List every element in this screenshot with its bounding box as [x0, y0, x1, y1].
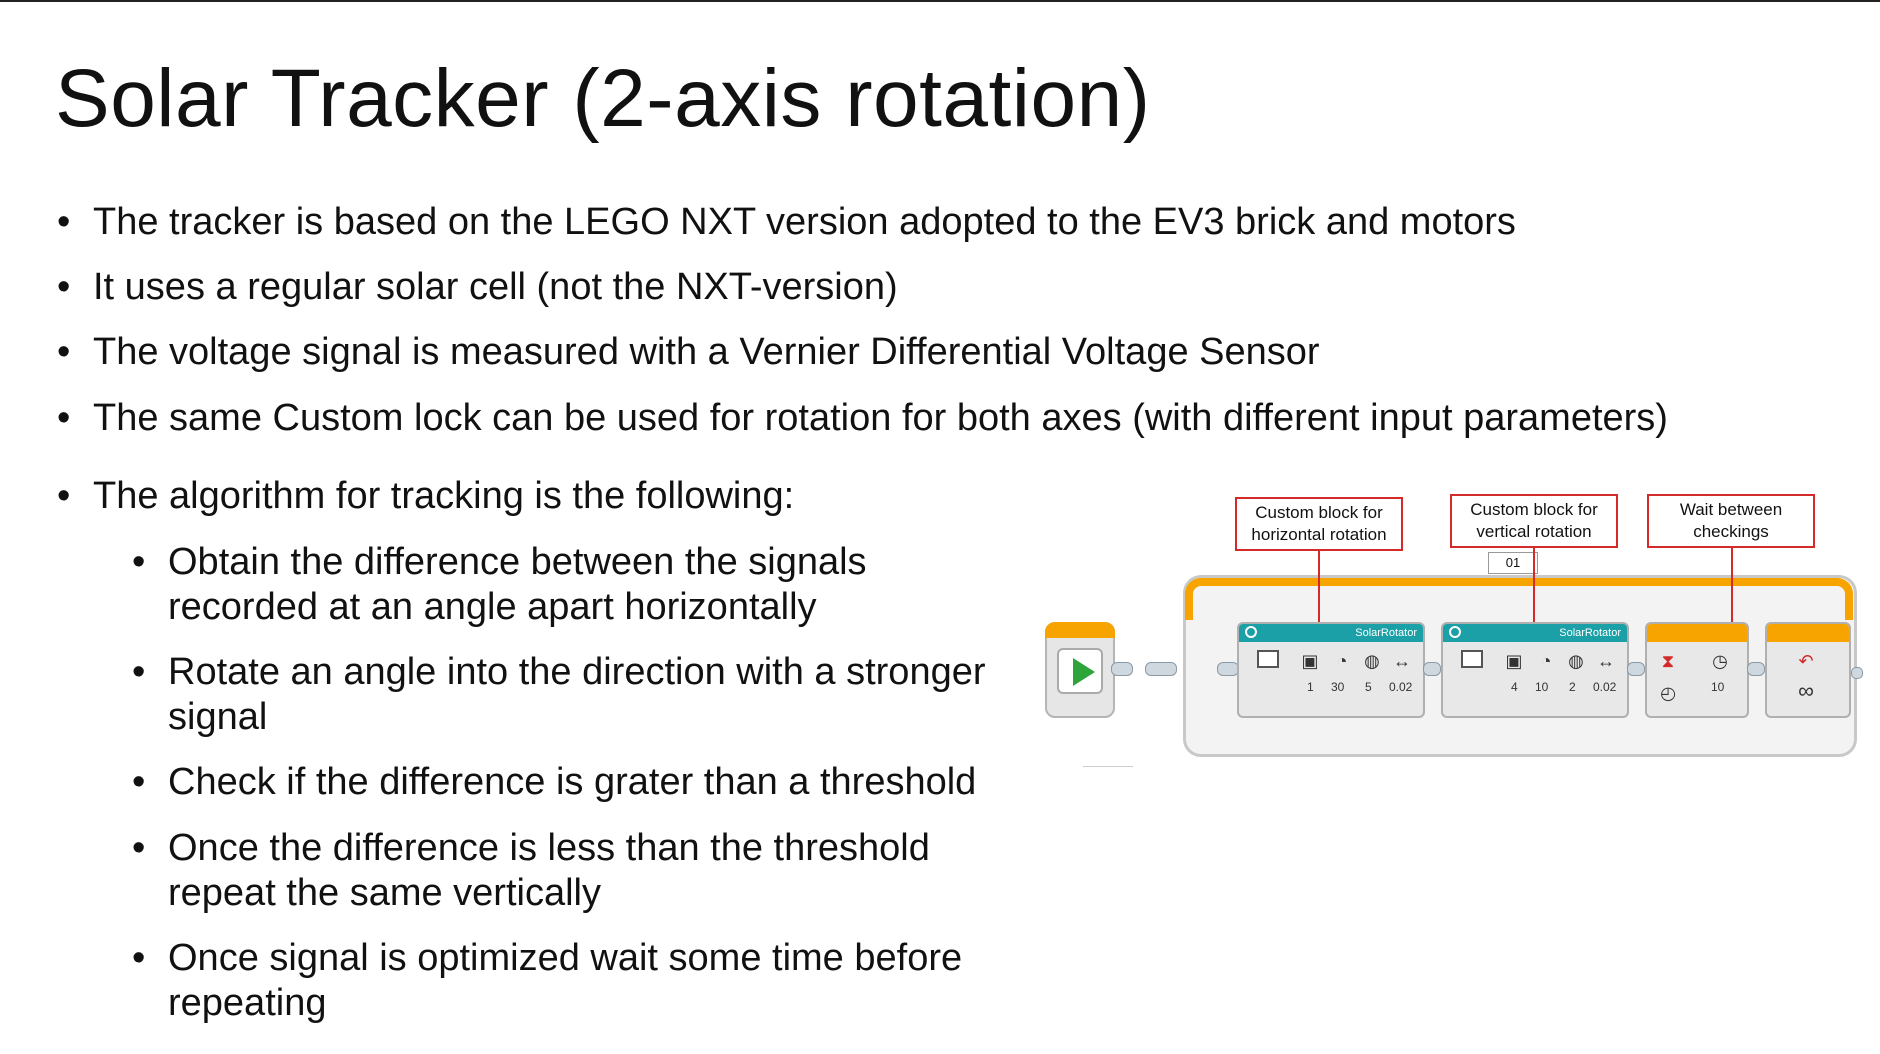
wait-block[interactable]: ⧗ ◷ ◴ 10 — [1645, 622, 1749, 718]
gear-icon — [1449, 626, 1461, 638]
sub-bullet-continuation: recorded at an angle apart horizontally — [168, 586, 817, 628]
sub-bullet-text: Once signal is optimized wait some time … — [168, 937, 963, 979]
sub-bullet-item: • Obtain the difference between the signa… — [132, 540, 867, 584]
callout-text: checkings — [1693, 522, 1769, 541]
block-param[interactable]: 1 — [1307, 680, 1314, 694]
bullet-text: The voltage signal is measured with a Ve… — [93, 331, 1320, 373]
connector — [1627, 662, 1645, 676]
sub-bullet-text: Once the difference is less than the thr… — [168, 827, 930, 869]
loop-block-header — [1185, 578, 1853, 620]
bullet-dot: • — [132, 827, 146, 869]
bullet-item: • It uses a regular solar cell (not the N… — [57, 265, 898, 309]
loop-end-block[interactable]: ↶ ∞ — [1765, 622, 1851, 718]
sub-bullet-text: Rotate an angle into the direction with … — [168, 651, 986, 693]
sub-bullet-item: • Once the difference is less than the th… — [132, 826, 930, 870]
slide-title: Solar Tracker (2-axis rotation) — [55, 53, 1151, 144]
callout-wait: Wait between checkings — [1647, 494, 1815, 548]
bullet-dot: • — [57, 331, 71, 373]
bullet-text: The same Custom lock can be used for rot… — [93, 397, 1668, 439]
block-header: SolarRotator — [1443, 624, 1627, 642]
block-header — [1647, 624, 1747, 642]
block-param[interactable]: 4 — [1511, 680, 1518, 694]
play-icon[interactable] — [1057, 648, 1103, 694]
bullet-dot: • — [132, 937, 146, 979]
bullet-item: • The same Custom lock can be used for ro… — [57, 396, 1668, 440]
gear-icon — [1245, 626, 1257, 638]
motor-icon: ▣ — [1301, 651, 1319, 671]
bullet-text: It uses a regular solar cell (not the NX… — [93, 266, 898, 308]
callout-pointer-line — [1533, 548, 1535, 635]
block-name: SolarRotator — [1355, 627, 1417, 639]
start-block[interactable] — [1045, 622, 1115, 718]
callout-vertical: Custom block for vertical rotation — [1450, 494, 1618, 548]
divider — [1083, 766, 1133, 767]
bullet-dot: • — [132, 761, 146, 803]
threshold-icon: ↔ — [1597, 651, 1615, 671]
timer-icon: ◷ — [1712, 651, 1728, 671]
sub-bullet-continuation: repeating — [168, 982, 327, 1024]
bullet-dot: • — [57, 475, 71, 517]
callout-text: Custom block for — [1255, 503, 1383, 522]
bullet-dot: • — [57, 201, 71, 243]
block-param[interactable]: 5 — [1365, 680, 1372, 694]
connector — [1747, 662, 1765, 676]
wait-seconds[interactable]: 10 — [1711, 680, 1725, 694]
angle-icon: ◔ — [1540, 651, 1552, 671]
infinity-icon: ∞ — [1798, 678, 1814, 703]
callout-pointer-line — [1731, 548, 1733, 635]
block-param[interactable]: 10 — [1535, 680, 1549, 694]
loop-return-icon: ↶ — [1798, 651, 1814, 671]
custom-block-vertical[interactable]: SolarRotator ▣ ◔ ◍ ↔ 4 10 2 0.02 — [1441, 622, 1629, 718]
callout-text: Wait between — [1679, 500, 1783, 519]
callout-pointer-line — [1318, 551, 1320, 635]
connector-end — [1851, 667, 1863, 679]
callout-text: vertical rotation — [1476, 522, 1592, 541]
callout-text: horizontal rotation — [1251, 525, 1387, 544]
sub-bullet-text: Check if the difference is grater than a… — [168, 761, 977, 803]
callout-horizontal: Custom block for horizontal rotation — [1235, 497, 1403, 551]
bullet-text: The algorithm for tracking is the follow… — [93, 475, 795, 517]
sensor-icon — [1461, 650, 1483, 668]
bullet-text: The tracker is based on the LEGO NXT ver… — [93, 201, 1516, 243]
sub-bullet-item: • Once signal is optimized wait some time… — [132, 936, 963, 980]
ev3-program-diagram: Custom block for horizontal rotation Cus… — [1045, 492, 1875, 782]
sub-bullet-item: • Check if the difference is grater than… — [132, 760, 977, 804]
sub-bullet-continuation: signal — [168, 696, 268, 738]
block-param[interactable]: 30 — [1331, 680, 1345, 694]
angle-icon: ◔ — [1336, 651, 1348, 671]
sensor-icon — [1257, 650, 1279, 668]
connector — [1217, 662, 1239, 676]
loop-counter: 01 — [1488, 552, 1538, 574]
bullet-item: • The voltage signal is measured with a V… — [57, 330, 1320, 374]
motor-icon: ▣ — [1505, 651, 1523, 671]
sub-bullet-continuation: repeat the same vertically — [168, 872, 601, 914]
sub-bullet-item: • Rotate an angle into the direction with… — [132, 650, 986, 694]
clock-icon: ◴ — [1660, 683, 1676, 703]
bullet-item: • The tracker is based on the LEGO NXT ve… — [57, 200, 1516, 244]
block-header: SolarRotator — [1239, 624, 1423, 642]
block-param[interactable]: 0.02 — [1593, 680, 1617, 694]
bullet-item: • The algorithm for tracking is the follo… — [57, 474, 795, 518]
gauge-icon: ◍ — [1568, 651, 1584, 671]
callout-text: Custom block for — [1470, 500, 1598, 519]
block-name: SolarRotator — [1559, 627, 1621, 639]
block-param[interactable]: 2 — [1569, 680, 1576, 694]
custom-block-horizontal[interactable]: SolarRotator ▣ ◔ ◍ ↔ 1 30 5 0.02 — [1237, 622, 1425, 718]
sub-bullet-text: Obtain the difference between the signal… — [168, 541, 867, 583]
connector — [1423, 662, 1441, 676]
top-border-line — [0, 0, 1880, 2]
bullet-dot: • — [132, 651, 146, 693]
bullet-dot: • — [132, 541, 146, 583]
block-header — [1767, 624, 1849, 642]
gauge-icon: ◍ — [1364, 651, 1380, 671]
start-block-header — [1045, 622, 1115, 638]
threshold-icon: ↔ — [1393, 651, 1411, 671]
bullet-dot: • — [57, 266, 71, 308]
block-param[interactable]: 0.02 — [1389, 680, 1413, 694]
connector — [1111, 662, 1133, 676]
hourglass-icon: ⧗ — [1661, 651, 1675, 671]
connector — [1145, 662, 1177, 676]
bullet-dot: • — [57, 397, 71, 439]
